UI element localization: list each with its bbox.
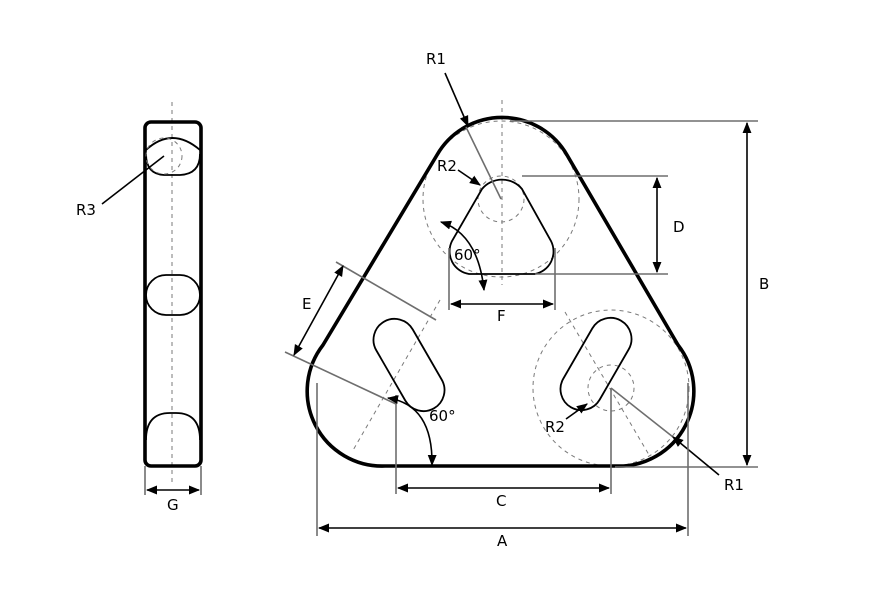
r1-bottom-leader: [672, 436, 720, 476]
left-slot: [372, 317, 446, 413]
label-r2-bottom: R2: [545, 418, 565, 436]
top-construction-circle: [422, 120, 580, 278]
e-extension-top: [335, 261, 437, 321]
label-angle-top: 60°: [454, 246, 481, 264]
dimension-e: [293, 265, 344, 356]
side-view: R3 G: [76, 102, 203, 514]
front-view: R1 R2 60° D F B E 60° R2: [284, 50, 769, 550]
label-r1-top: R1: [426, 50, 446, 68]
r1-bottom-radius-line: [610, 387, 674, 438]
r1-top-radius-line: [465, 126, 502, 200]
label-c: C: [496, 492, 506, 510]
label-g: G: [167, 496, 179, 514]
right-slot: [559, 316, 633, 412]
side-slot-middle: [145, 274, 201, 316]
side-view-outline: [143, 120, 203, 468]
side-slot-top: [145, 137, 201, 151]
label-angle-bottom: 60°: [429, 407, 456, 425]
outer-profile: [305, 115, 696, 468]
label-b: B: [759, 275, 769, 293]
r1-top-leader: [444, 72, 469, 128]
e-extension-bottom: [284, 351, 397, 405]
label-a: A: [497, 532, 508, 550]
side-slot-top-lower: [145, 153, 201, 176]
left-slot-axis: [351, 299, 441, 453]
angle-arc-bottom: [386, 395, 437, 467]
side-slot-bottom: [145, 412, 201, 441]
side-r3-circle: [145, 137, 183, 175]
label-r2-top: R2: [437, 157, 457, 175]
label-f: F: [497, 307, 506, 325]
top-hole-center-circle: [477, 175, 525, 223]
angle-arc-top: [439, 220, 488, 292]
r2-top-leader: [457, 169, 481, 186]
label-e: E: [302, 295, 311, 313]
label-r3: R3: [76, 201, 96, 219]
label-d: D: [673, 218, 685, 236]
label-r1-bottom: R1: [724, 476, 744, 494]
r2-bottom-leader: [565, 403, 588, 420]
r3-leader: [101, 155, 165, 205]
